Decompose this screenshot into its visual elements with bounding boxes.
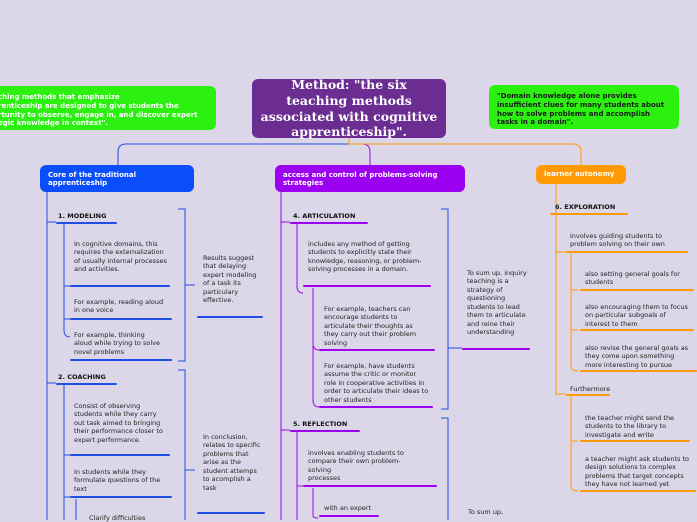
central-topic[interactable]: Method: "the six teaching methods associ… [252,77,446,139]
furthermore-underline [566,394,610,396]
articulation-item-3-underline [319,406,433,408]
reflection-item-1[interactable]: involves enabling students to compare th… [308,449,404,483]
furthermore-item-1[interactable]: the teacher might send the students to t… [585,414,675,439]
guiding-item-2[interactable]: also encouraging them to focus on partic… [585,303,688,328]
articulation-item-2-underline [319,349,435,351]
reflection-heading[interactable]: 5. REFLECTION [293,420,348,428]
modeling-item-3-underline [70,359,172,361]
guiding-item-2-underline [580,329,694,331]
reflection-summary[interactable]: To sum up, [468,508,504,516]
coaching-item-1-underline [70,454,170,456]
articulation-heading-underline [290,222,368,224]
branch-traditional-apprenticeship[interactable]: Core of the traditional apprenticeship [40,165,194,192]
modeling-heading[interactable]: 1. MODELING [58,212,107,220]
modeling-item-3[interactable]: For example, thinking aloud while trying… [74,331,160,356]
callout-right[interactable]: "Domain knowledge alone provides insuffi… [489,85,679,129]
coaching-heading[interactable]: 2. COACHING [58,373,106,381]
reflection-item-2-underline [319,515,379,517]
coaching-item-2-underline [70,496,172,498]
guiding-item-1[interactable]: also setting general goals for students [585,270,680,287]
modeling-summary[interactable]: Results suggest that delaying expert mod… [203,254,257,305]
reflection-heading-underline [290,430,360,432]
coaching-item-1[interactable]: Consist of observing students while they… [74,402,163,444]
guiding-item-1-underline [580,289,694,291]
furthermore-item-2[interactable]: a teacher might ask students to design s… [585,455,690,489]
branch-problem-solving-strategies[interactable]: access and control of problems-solving s… [275,165,465,192]
coaching-summary-underline [197,512,265,514]
callout-left[interactable]: ching methods that emphasize renticeship… [0,86,216,130]
articulation-item-2[interactable]: For example, teachers can encourage stud… [324,305,417,347]
articulation-summary[interactable]: To sum up, inquiry teaching is a strateg… [467,269,527,337]
exploration-heading-underline [550,213,628,215]
exploration-heading[interactable]: 6. EXPLORATION [555,203,616,211]
modeling-item-1[interactable]: In cognitive domains, this requires the … [74,240,167,274]
furthermore-item-2-underline [580,490,696,492]
guiding-item-3[interactable]: also revise the general goals as they co… [585,344,689,369]
exploration-guiding-underline [566,251,688,253]
coaching-summary[interactable]: In conclusion, relates to specific probl… [203,433,261,492]
modeling-item-2[interactable]: For example, reading aloud in one voice [74,298,164,315]
coaching-item-3[interactable]: Clarify difficulties [89,514,146,522]
coaching-item-2[interactable]: In students while they formulate questio… [74,468,161,493]
modeling-item-2-underline [70,318,172,320]
furthermore-item-1-underline [580,440,690,442]
furthermore-label[interactable]: Furthermore [570,385,611,393]
guiding-item-3-underline [580,370,697,372]
modeling-summary-underline [197,316,263,318]
exploration-guiding[interactable]: involves guiding students to problem sol… [570,232,665,249]
modeling-heading-underline [56,222,117,224]
branch-learner-autonomy[interactable]: learner autonomy [536,165,626,184]
articulation-item-1[interactable]: includes any method of getting students … [308,240,422,274]
reflection-item-1-underline [303,485,437,487]
articulation-item-3[interactable]: For example, have students assume the cr… [324,362,429,404]
articulation-item-1-underline [303,285,431,287]
reflection-item-2[interactable]: with an expert [324,504,372,512]
articulation-heading[interactable]: 4. ARTICULATION [293,212,356,220]
articulation-summary-underline [462,348,530,350]
modeling-item-1-underline [70,285,170,287]
coaching-heading-underline [56,383,117,385]
